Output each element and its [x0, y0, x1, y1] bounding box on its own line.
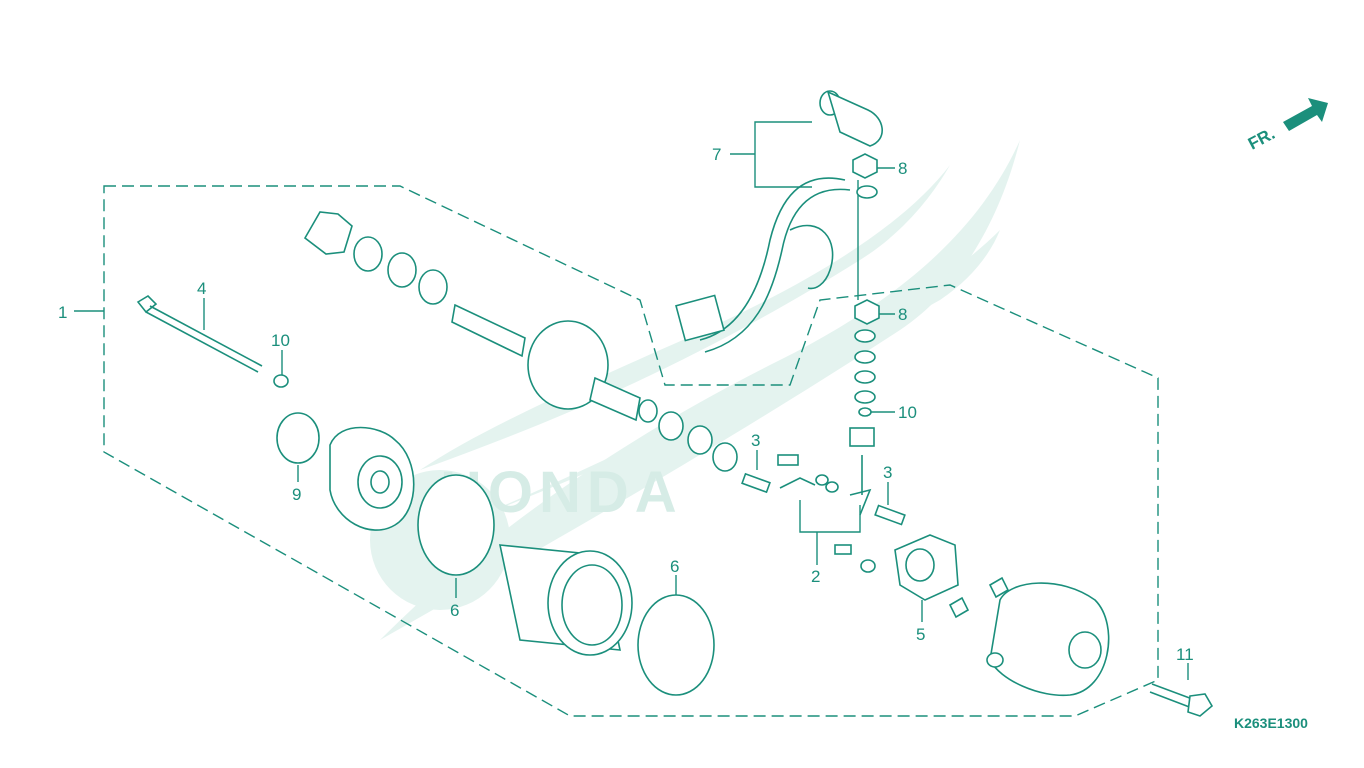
callout-8-bottom: 8 [898, 305, 907, 324]
front-cover [329, 426, 415, 531]
o-ring-large-right [637, 594, 715, 696]
terminal-set [777, 454, 876, 573]
o-ring-large-left [417, 474, 495, 576]
parts [136, 90, 1214, 717]
callout-5: 5 [916, 625, 925, 644]
callout-10-right: 10 [898, 403, 917, 422]
seal-b [948, 596, 970, 619]
washer-a [353, 236, 383, 272]
mounting-bolt [1149, 683, 1214, 717]
front-direction-indicator: FR. [1245, 98, 1328, 154]
callout-4: 4 [197, 279, 206, 298]
callout-6-left: 6 [450, 601, 459, 620]
starter-cable [675, 90, 883, 353]
nut-washer-stack [852, 153, 880, 417]
screw-left [741, 472, 771, 494]
brush-holder [894, 534, 959, 601]
small-washer-left [273, 374, 289, 388]
callout-8-top: 8 [898, 159, 907, 178]
callout-6-right: 6 [670, 557, 679, 576]
screw-right [874, 504, 906, 526]
washer-b [387, 252, 417, 288]
washer-f [712, 442, 738, 472]
o-ring [276, 412, 320, 464]
callout-3-right: 3 [883, 463, 892, 482]
long-bolt [136, 294, 263, 373]
callout-10-left: 10 [271, 331, 290, 350]
lock-plate [303, 211, 353, 255]
assembly-boundary [103, 185, 1159, 717]
direction-arrow-icon [1283, 98, 1328, 131]
washer-c [418, 269, 448, 305]
fr-label: FR. [1245, 124, 1278, 154]
seal-a [988, 576, 1010, 599]
washer-d [658, 411, 684, 441]
callout-11: 11 [1176, 645, 1194, 664]
callout-7: 7 [712, 145, 721, 164]
terminal-bolt [849, 427, 875, 516]
callout-3-left: 3 [751, 431, 760, 450]
armature [451, 303, 658, 423]
diagram-code: K263E1300 [1234, 715, 1308, 731]
motor-case [498, 544, 633, 656]
callout-2: 2 [811, 567, 820, 586]
callout-1: 1 [58, 303, 67, 322]
callout-9: 9 [292, 485, 301, 504]
callout-labels: 1 2 3 3 4 5 6 6 7 8 8 9 10 10 11 [58, 145, 1194, 664]
washer-e [687, 425, 713, 455]
rear-cover [986, 582, 1110, 697]
